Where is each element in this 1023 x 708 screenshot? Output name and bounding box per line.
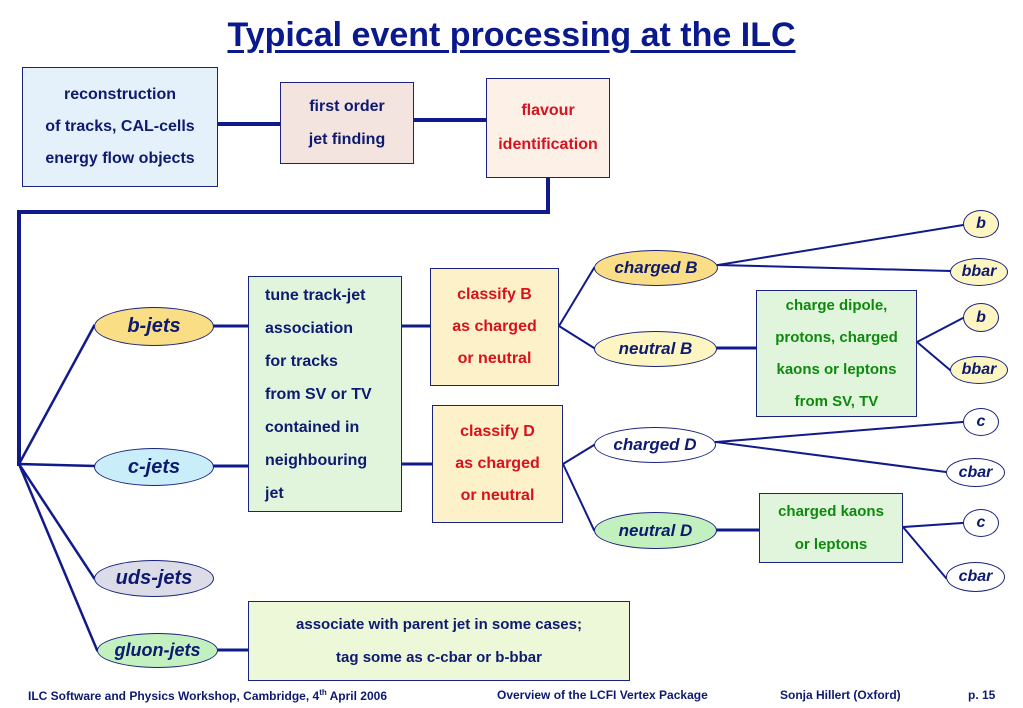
charge-dipole-line-1: charge dipole,	[785, 296, 888, 314]
quark-b-oval-2: b	[963, 303, 999, 332]
classify-b-line-1: classify B	[457, 286, 532, 303]
c-jets-oval: c-jets	[94, 448, 214, 486]
tune-line-5: contained in	[265, 418, 360, 436]
gluon-line-1: associate with parent jet in some cases;	[296, 616, 582, 633]
b-jets-oval: b-jets	[94, 307, 214, 346]
tune-association-box: tune track-jet association for tracks fr…	[248, 276, 402, 512]
footer-overview: Overview of the LCFI Vertex Package	[497, 688, 708, 702]
classify-b-box: classify B as charged or neutral	[430, 268, 559, 386]
quark-bbar-oval-2: bbar	[950, 356, 1008, 384]
charged-b-oval: charged B	[594, 250, 718, 286]
reconstruction-box: reconstruction of tracks, CAL-cells ener…	[22, 67, 218, 187]
gluon-line-2: tag some as c-cbar or b-bbar	[336, 649, 542, 666]
charge-dipole-box: charge dipole, protons, charged kaons or…	[756, 290, 917, 417]
charged-kaons-box: charged kaons or leptons	[759, 493, 903, 563]
charge-dipole-line-2: protons, charged	[775, 328, 898, 346]
jet-finding-box: first order jet finding	[280, 82, 414, 164]
reconstruction-line-2: of tracks, CAL-cells	[45, 118, 195, 135]
flavour-line-2: identification	[498, 136, 598, 153]
neutral-b-oval: neutral B	[594, 331, 717, 367]
reconstruction-line-1: reconstruction	[63, 86, 176, 103]
charge-dipole-line-3: kaons or leptons	[776, 360, 897, 378]
footer-workshop-pre: ILC Software and Physics Workshop, Cambr…	[28, 689, 320, 703]
classify-b-line-2: as charged	[452, 318, 537, 335]
gluon-association-box: associate with parent jet in some cases;…	[248, 601, 630, 681]
classify-d-line-2: as charged	[455, 455, 540, 472]
classify-d-line-1: classify D	[460, 423, 535, 440]
footer-workshop: ILC Software and Physics Workshop, Cambr…	[28, 688, 387, 703]
classify-b-line-3: or neutral	[457, 350, 532, 367]
quark-bbar-oval-1: bbar	[950, 258, 1008, 286]
quark-c-oval-2: c	[963, 509, 999, 537]
charged-kaons-line-2: or leptons	[794, 536, 868, 553]
charged-d-oval: charged D	[594, 427, 716, 463]
quark-b-oval-1: b	[963, 210, 999, 238]
classify-d-line-3: or neutral	[460, 487, 535, 504]
footer-author: Sonja Hillert (Oxford)	[780, 688, 901, 702]
uds-jets-oval: uds-jets	[94, 560, 214, 597]
tune-line-3: for tracks	[265, 352, 338, 370]
tune-line-1: tune track-jet	[265, 286, 366, 304]
footer-workshop-post: April 2006	[326, 689, 388, 703]
tune-line-6: neighbouring	[265, 451, 368, 469]
tune-line-4: from SV or TV	[265, 385, 372, 403]
reconstruction-line-3: energy flow objects	[45, 150, 195, 167]
footer-page: p. 15	[968, 688, 996, 702]
flavour-identification-box: flavour identification	[486, 78, 610, 178]
quark-c-oval-1: c	[963, 408, 999, 436]
page-title: Typical event processing at the ILC	[227, 16, 796, 54]
charge-dipole-line-4: from SV, TV	[794, 392, 879, 410]
classify-d-box: classify D as charged or neutral	[432, 405, 563, 523]
tune-line-7: jet	[265, 484, 284, 502]
tune-line-2: association	[265, 319, 354, 337]
footer-workshop-sup: th	[319, 688, 327, 697]
flavour-line-1: flavour	[521, 102, 575, 119]
neutral-d-oval: neutral D	[594, 512, 717, 549]
quark-cbar-oval-2: cbar	[946, 562, 1005, 592]
jet-finding-line-1: first order	[309, 98, 385, 115]
jet-finding-line-2: jet finding	[308, 131, 386, 148]
charged-kaons-line-1: charged kaons	[778, 503, 884, 520]
quark-cbar-oval-1: cbar	[946, 458, 1005, 487]
gluon-jets-oval: gluon-jets	[97, 633, 218, 668]
